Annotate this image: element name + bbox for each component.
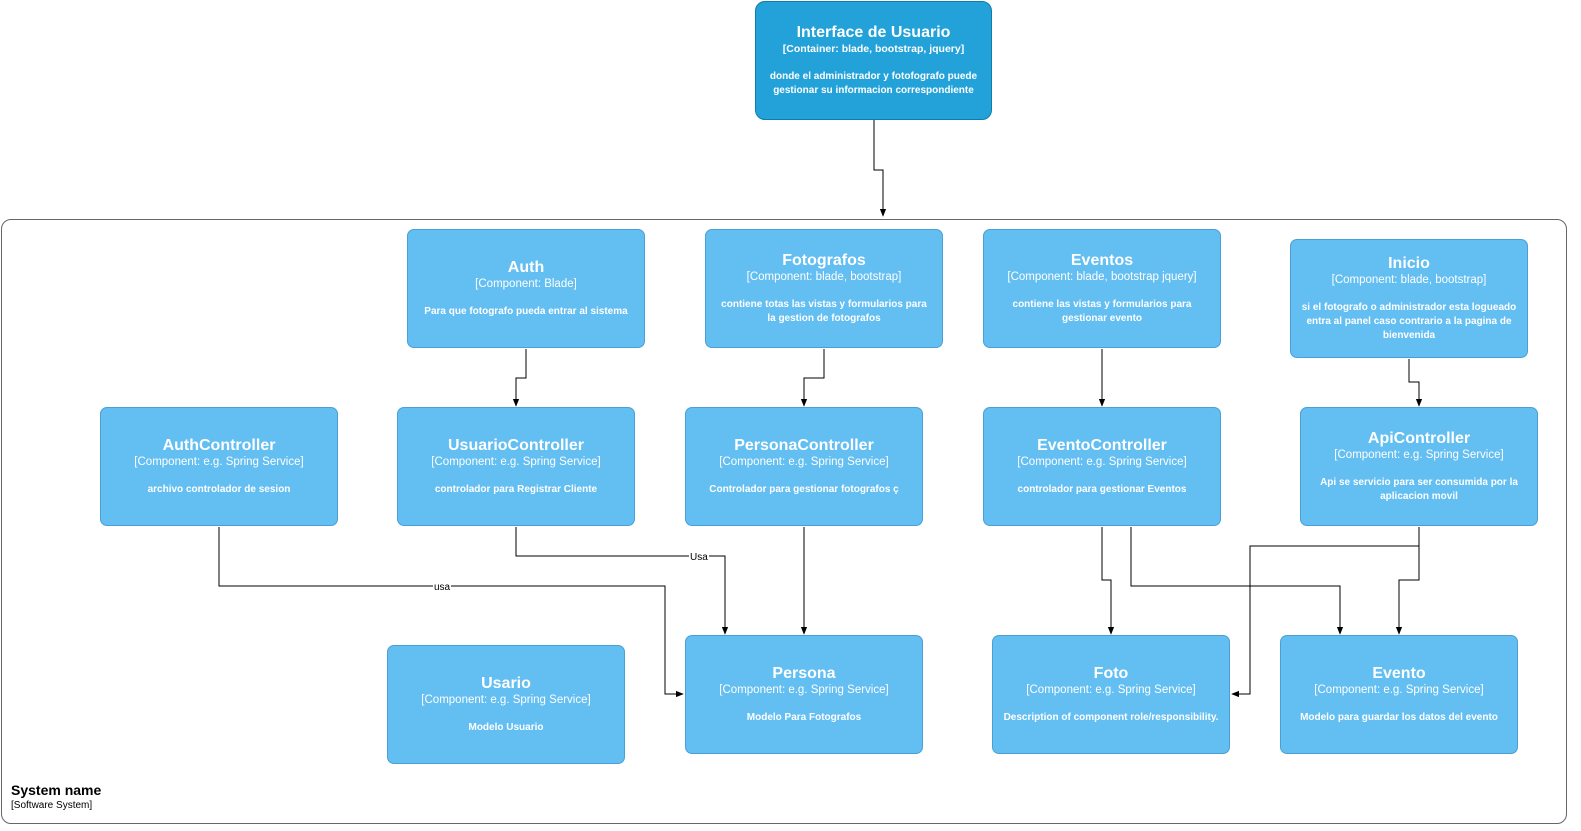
node-description: contiene las vistas y formularios para g… [1012, 298, 1192, 324]
node-description: Para que fotografo pueda entrar al siste… [424, 305, 628, 317]
edge-eventocontroller-to-foto [1101, 527, 1115, 635]
edge-label-usa: usa [433, 582, 452, 593]
node-description: Modelo Usuario [468, 721, 544, 733]
system-technology: [Software System] [11, 800, 93, 811]
node-description: donde el administrador y fotofografo pue… [769, 70, 978, 96]
node-technology: [Component: e.g. Spring Service] [421, 693, 591, 706]
node-description: Modelo para guardar los datos del evento [1300, 711, 1498, 723]
node-technology: [Container: blade, bootstrap, jquery] [782, 42, 965, 55]
node-technology: [Component: e.g. Spring Service] [719, 455, 889, 468]
node-description: controlador para gestionar Eventos [1017, 483, 1187, 495]
node-title: Interface de Usuario [796, 23, 951, 41]
node-title: Usario [481, 674, 531, 692]
edge-label-usa-upper: Usa [689, 552, 709, 563]
node-technology: [Component: e.g. Spring Service] [1017, 455, 1187, 468]
node-title: Auth [507, 258, 545, 276]
node-description: Description of component role/responsibi… [1003, 711, 1219, 723]
node-technology: [Component: blade, bootstrap jquery] [1007, 270, 1197, 283]
node-title: Eventos [1070, 251, 1134, 269]
node-title: UsuarioController [447, 436, 584, 454]
node-eventos[interactable]: Eventos [Component: blade, bootstrap jqu… [983, 229, 1221, 348]
node-description: Modelo Para Fotografos [746, 711, 862, 723]
node-technology: [Component: blade, bootstrap] [1331, 273, 1487, 286]
node-description: si el fotografo o administrador esta log… [1301, 301, 1517, 341]
node-title: AuthController [162, 436, 276, 454]
node-title: Evento [1372, 664, 1426, 682]
node-title: Fotografos [782, 251, 866, 269]
node-foto[interactable]: Foto [Component: e.g. Spring Service] De… [992, 635, 1230, 754]
system-boundary [1, 219, 1567, 824]
node-usario[interactable]: Usario [Component: e.g. Spring Service] … [387, 645, 625, 764]
node-title: ApiController [1367, 429, 1471, 447]
node-description: archivo controlador de sesion [147, 483, 291, 495]
edge-fotografos-to-personacontroller [800, 349, 825, 407]
node-technology: [Component: Blade] [475, 277, 577, 290]
node-title: Inicio [1388, 254, 1430, 272]
node-technology: [Component: e.g. Spring Service] [134, 455, 304, 468]
node-personacontroller[interactable]: PersonaController [Component: e.g. Sprin… [685, 407, 923, 526]
system-name: System name [11, 782, 102, 798]
edge-apicontroller-to-evento [1395, 527, 1420, 635]
node-technology: [Component: e.g. Spring Service] [1314, 683, 1484, 696]
node-title: Persona [772, 664, 836, 682]
node-auth[interactable]: Auth [Component: Blade] Para que fotogra… [407, 229, 645, 348]
node-title: Foto [1093, 664, 1129, 682]
node-description: Api se servicio para ser consumida por l… [1320, 476, 1518, 502]
node-technology: [Component: e.g. Spring Service] [431, 455, 601, 468]
node-technology: [Component: e.g. Spring Service] [719, 683, 889, 696]
node-description: contiene totas las vistas y formularios … [721, 298, 927, 324]
edge-usuariocontroller-to-persona [515, 527, 729, 635]
node-inicio[interactable]: Inicio [Component: blade, bootstrap] si … [1290, 239, 1528, 358]
node-description: controlador para Registrar Cliente [434, 483, 598, 495]
node-technology: [Component: e.g. Spring Service] [1026, 683, 1196, 696]
node-authcontroller[interactable]: AuthController [Component: e.g. Spring S… [100, 407, 338, 526]
edge-interface-to-system [873, 120, 887, 217]
node-technology: [Component: e.g. Spring Service] [1334, 448, 1504, 461]
node-persona[interactable]: Persona [Component: e.g. Spring Service]… [685, 635, 923, 754]
node-eventocontroller[interactable]: EventoController [Component: e.g. Spring… [983, 407, 1221, 526]
edge-eventocontroller-to-evento [1130, 527, 1344, 635]
node-title: EventoController [1037, 436, 1167, 454]
node-description: Controlador para gestionar fotografos ç [709, 483, 899, 495]
edge-authcontroller-to-persona [218, 527, 684, 698]
node-fotografos[interactable]: Fotografos [Component: blade, bootstrap]… [705, 229, 943, 348]
edge-auth-to-usuariocontroller [512, 349, 527, 407]
node-interface-de-usuario[interactable]: Interface de Usuario [Container: blade, … [755, 1, 992, 120]
node-technology: [Component: blade, bootstrap] [746, 270, 902, 283]
node-evento[interactable]: Evento [Component: e.g. Spring Service] … [1280, 635, 1518, 754]
edge-inicio-to-apicontroller [1408, 359, 1423, 407]
node-apicontroller[interactable]: ApiController [Component: e.g. Spring Se… [1300, 407, 1538, 526]
node-title: PersonaController [734, 436, 874, 454]
node-usuariocontroller[interactable]: UsuarioController [Component: e.g. Sprin… [397, 407, 635, 526]
